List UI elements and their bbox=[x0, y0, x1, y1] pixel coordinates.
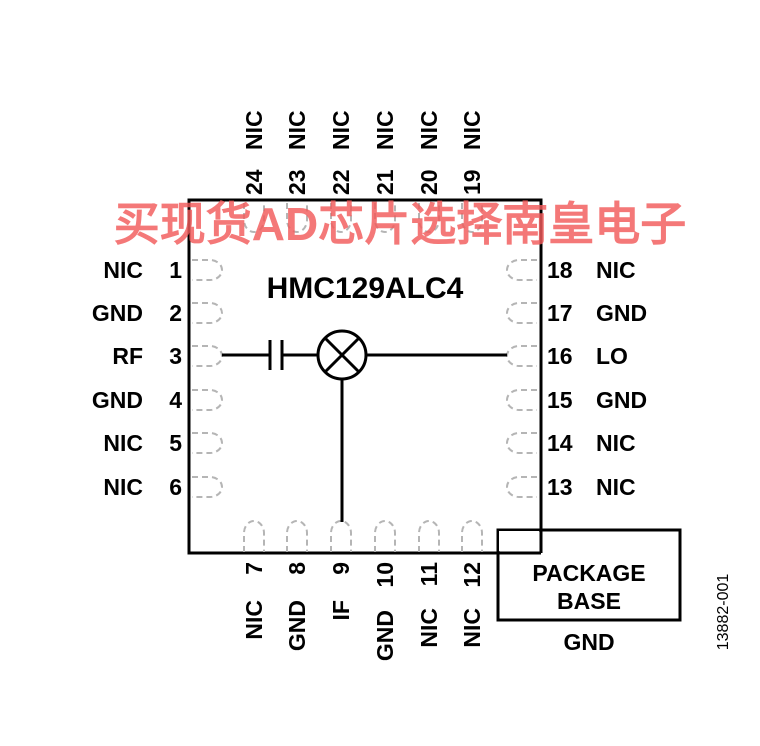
pad-left bbox=[192, 302, 223, 324]
pin-number: 16 bbox=[547, 343, 573, 369]
pad-right bbox=[506, 302, 537, 324]
pin-number: 2 bbox=[169, 300, 182, 326]
pad-bottom bbox=[418, 520, 440, 552]
pad-bottom bbox=[374, 520, 396, 552]
watermark: 买现货AD芯片选择南皇电子 bbox=[114, 198, 686, 250]
pin-name: GND bbox=[284, 600, 310, 651]
pad-top bbox=[461, 203, 483, 233]
pin-number: 4 bbox=[169, 387, 182, 413]
pin-name: NIC bbox=[372, 110, 398, 150]
pin-number: 21 bbox=[372, 169, 398, 195]
pin-name: NIC bbox=[416, 110, 442, 150]
pin-name: GND bbox=[596, 300, 647, 326]
pin-number: 19 bbox=[459, 169, 485, 195]
pad-right bbox=[506, 432, 537, 454]
pad-top bbox=[374, 203, 396, 233]
pin-name: NIC bbox=[241, 110, 267, 150]
pin-number: 5 bbox=[169, 430, 182, 456]
pad-top bbox=[330, 203, 352, 233]
pad-right bbox=[506, 476, 537, 498]
pad-left bbox=[192, 389, 223, 411]
part-number: HMC129ALC4 bbox=[267, 272, 464, 305]
pin-number: 1 bbox=[169, 257, 182, 283]
pin-name: NIC bbox=[596, 474, 636, 500]
pin-number: 14 bbox=[547, 430, 573, 456]
pin-name: NIC bbox=[416, 608, 442, 648]
pad-right bbox=[506, 389, 537, 411]
pin-name: LO bbox=[596, 343, 628, 369]
figure-id: 13882-001 bbox=[715, 574, 732, 651]
pad-bottom bbox=[243, 520, 265, 552]
pin-number: 18 bbox=[547, 257, 573, 283]
pin-name: NIC bbox=[241, 600, 267, 640]
pin-number: 7 bbox=[241, 562, 267, 575]
pad-right bbox=[506, 259, 537, 281]
pin-name: NIC bbox=[103, 430, 143, 456]
pin-name: NIC bbox=[284, 110, 310, 150]
package-base-line2: BASE bbox=[557, 588, 621, 614]
pin-number: 3 bbox=[169, 343, 182, 369]
pin-number: 11 bbox=[416, 562, 442, 587]
package-base-gnd: GND bbox=[563, 629, 614, 655]
pad-bottom bbox=[461, 520, 483, 552]
chip-body bbox=[187, 198, 543, 555]
pin-name: IF bbox=[328, 600, 354, 620]
pad-left bbox=[192, 259, 223, 281]
pin-number: 9 bbox=[328, 562, 354, 575]
package-base-line1: PACKAGE bbox=[532, 560, 645, 586]
pin-name: GND bbox=[92, 387, 143, 413]
pads bbox=[192, 203, 537, 552]
pin-name: NIC bbox=[328, 110, 354, 150]
pin-name: GND bbox=[372, 610, 398, 661]
package-base-notch bbox=[499, 531, 539, 551]
pad-bottom bbox=[286, 520, 308, 552]
pad-bottom bbox=[330, 520, 352, 552]
pin-number: 6 bbox=[169, 474, 182, 500]
pin-number: 8 bbox=[284, 562, 310, 575]
pin-name: NIC bbox=[103, 257, 143, 283]
mixer-schematic bbox=[222, 329, 507, 522]
pad-top bbox=[286, 203, 308, 233]
pin-name: NIC bbox=[596, 257, 636, 283]
pin-name: NIC bbox=[459, 608, 485, 648]
pad-left bbox=[192, 432, 223, 454]
pin-number: 20 bbox=[416, 169, 442, 195]
pin-number: 22 bbox=[328, 169, 354, 195]
pin-number: 15 bbox=[547, 387, 573, 413]
pin-number: 12 bbox=[459, 562, 485, 588]
pin-name: GND bbox=[92, 300, 143, 326]
pad-left bbox=[192, 476, 223, 498]
pin-name: NIC bbox=[459, 110, 485, 150]
pin-number: 17 bbox=[547, 300, 573, 326]
pad-top bbox=[243, 203, 265, 233]
pin-name: NIC bbox=[596, 430, 636, 456]
pin-number: 23 bbox=[284, 169, 310, 195]
pin-name: RF bbox=[112, 343, 143, 369]
pad-top bbox=[418, 203, 440, 233]
pad-right bbox=[506, 345, 537, 367]
pin-name: NIC bbox=[103, 474, 143, 500]
pin-name: GND bbox=[596, 387, 647, 413]
pin-number: 10 bbox=[372, 562, 398, 588]
pad-left bbox=[192, 345, 223, 367]
pin-number: 13 bbox=[547, 474, 573, 500]
pin-number: 24 bbox=[241, 169, 267, 195]
